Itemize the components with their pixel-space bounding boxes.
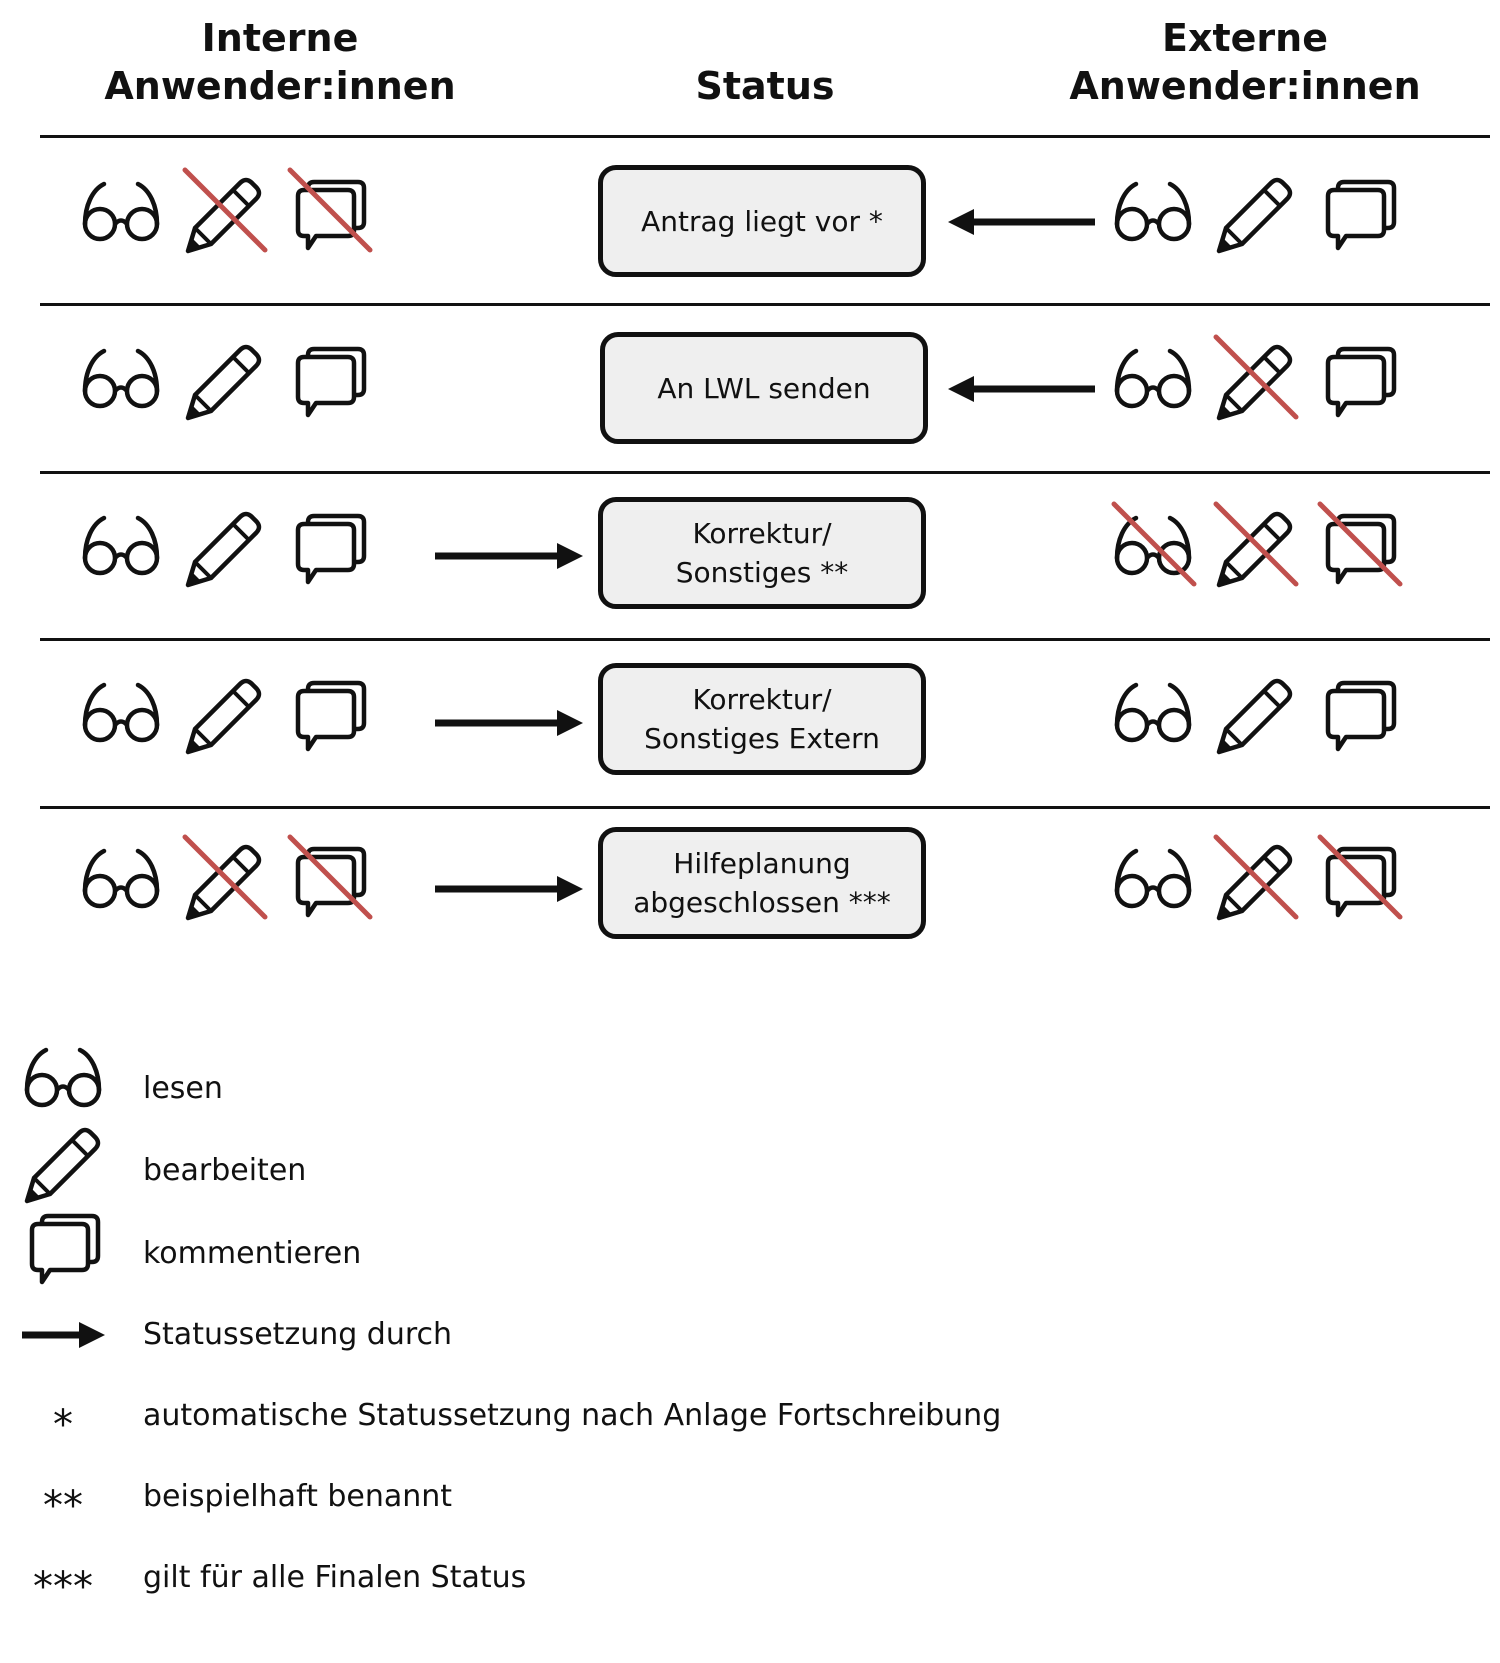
pencil-icon [1219,180,1290,251]
pencil-icon [188,180,259,251]
legend-star3-label: gilt für alle Finalen Status [143,1560,527,1595]
row-divider [40,638,1490,641]
status-box-an-lwl-senden: An LWL senden [600,332,928,444]
speech-bubbles-icon [298,182,364,248]
arrow-icon [435,543,583,569]
glasses-icon [1117,685,1189,740]
speech-bubbles-icon [298,516,364,582]
legend-star1-label: automatische Statussetzung nach Anlage F… [143,1398,1002,1433]
speech-bubbles-icon [1328,683,1394,749]
pencil-icon [1219,681,1290,752]
status-label-line2: Sonstiges ** [675,556,849,589]
row-divider [40,471,1490,474]
speech-bubbles-icon [298,849,364,915]
speech-bubbles-icon [1328,349,1394,415]
header-internal-line1: Interne [201,16,359,60]
row-divider [40,303,1490,306]
status-label-line1: Hilfeplanung [673,847,851,880]
arrow-icon [948,376,1095,402]
header-divider [40,135,1490,138]
header-external: Externe Anwender:innen [1045,14,1445,110]
status-label: An LWL senden [657,371,871,405]
header-external-line2: Anwender:innen [1069,64,1421,108]
speech-bubbles-icon [298,683,364,749]
legend-star3-mark: *** [33,1564,93,1610]
glasses-icon [85,351,157,406]
pencil-icon [188,681,259,752]
status-box-korrektur-sonstiges-extern: Korrektur/ Sonstiges Extern [598,663,926,775]
speech-bubbles-icon [1328,182,1394,248]
legend-glasses-icon [27,1050,99,1105]
status-label-line1: Korrektur/ [692,683,832,716]
glasses-icon [85,851,157,906]
legend-comment-label: kommentieren [143,1236,362,1271]
header-internal-line2: Anwender:innen [104,64,456,108]
pencil-icon [1219,347,1290,418]
legend-read-label: lesen [143,1071,223,1106]
status-label: Antrag liegt vor * [641,204,883,238]
legend-star1-mark: * [53,1402,73,1448]
header-internal: Interne Anwender:innen [80,14,480,110]
legend-star2-label: beispielhaft benannt [143,1479,453,1514]
header-status: Status [600,62,930,110]
pencil-icon [1219,514,1290,585]
row-divider [40,806,1490,809]
pencil-icon [188,347,259,418]
status-box-korrektur-sonstiges: Korrektur/ Sonstiges ** [598,497,926,609]
speech-bubbles-icon [298,349,364,415]
pencil-icon [1219,847,1290,918]
status-box-antrag-liegt-vor: Antrag liegt vor * [598,165,926,277]
pencil-icon [188,847,259,918]
header-external-line1: Externe [1162,16,1328,60]
legend-star2-mark: ** [43,1483,83,1529]
arrow-icon [435,876,583,902]
legend-arrow-icon [22,1322,105,1348]
speech-bubbles-icon [1328,516,1394,582]
glasses-icon [1117,351,1189,406]
legend-speech-bubbles-icon [32,1216,98,1282]
arrow-icon [435,710,583,736]
glasses-icon [85,184,157,239]
legend-arrow-label: Statussetzung durch [143,1317,453,1352]
pencil-icon [188,514,259,585]
status-label-line2: Sonstiges Extern [644,722,880,755]
arrow-icon [948,209,1095,235]
legend-edit-label: bearbeiten [143,1153,307,1188]
legend-pencil-icon [27,1130,98,1201]
status-label-line2: abgeschlossen *** [633,886,891,919]
status-box-hilfeplanung-abgeschlossen: Hilfeplanung abgeschlossen *** [598,827,926,939]
speech-bubbles-icon [1328,849,1394,915]
glasses-icon [85,518,157,573]
status-label-line1: Korrektur/ [692,517,832,550]
glasses-icon [85,685,157,740]
glasses-icon [1117,851,1189,906]
header-status-label: Status [695,64,835,108]
glasses-icon [1117,184,1189,239]
